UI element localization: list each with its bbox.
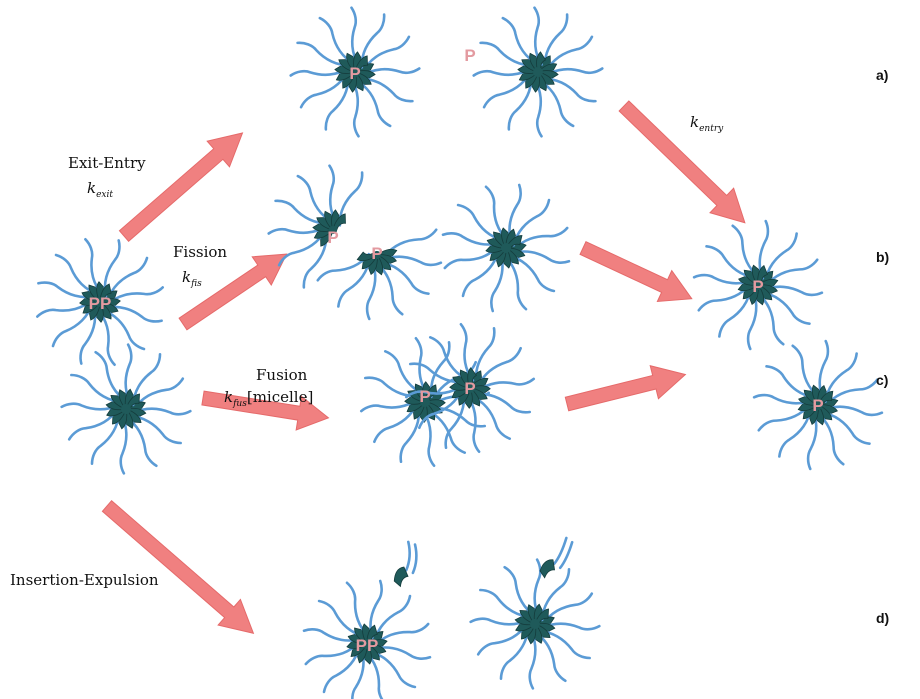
- panel-label-b: b): [876, 249, 889, 265]
- micelle-b-empty: [423, 165, 590, 332]
- micelle-d-empty: [458, 547, 612, 699]
- arrow-entry: [612, 94, 756, 235]
- micelle-c-fused-1-letter: P: [419, 387, 430, 406]
- micelle-b-frag-2-letter: P: [371, 244, 382, 263]
- arrow-insertion: [96, 493, 265, 646]
- label-k-exit: kexit: [87, 179, 113, 200]
- label-k-fus: kfus[micelle]: [224, 388, 313, 409]
- expelled-surfactant-1: [380, 540, 429, 588]
- panel-label-c: c): [876, 372, 888, 388]
- panel-labels: a) b) c) d): [876, 67, 889, 626]
- label-fusion: Fusion: [256, 366, 308, 384]
- micelle-result-b-letter: P: [752, 277, 763, 296]
- label-k-entry: kentry: [690, 113, 724, 134]
- label-k-fis: kfis: [182, 268, 202, 289]
- micelle-result-c-letter: P: [812, 396, 823, 415]
- micelle-a-with-p-letter: P: [349, 64, 360, 83]
- micelle-b-frag-1-letter: P: [327, 228, 338, 247]
- label-fission: Fission: [173, 243, 227, 261]
- micelle-d-pp-letters: PP: [356, 636, 379, 655]
- arrows: [96, 94, 757, 646]
- micelle-start-empty: [49, 332, 203, 486]
- label-exit-entry: Exit-Entry: [68, 154, 146, 172]
- free-probe: P: [464, 46, 475, 65]
- arrow-fission-product: [576, 233, 699, 315]
- panel-label-d: d): [876, 610, 889, 626]
- arrow-fusion-product: [563, 358, 690, 421]
- arrow-exit: [113, 120, 254, 249]
- micelles: PP P P P P P: [37, 0, 898, 699]
- micelle-c-fused-2-letter: P: [464, 379, 475, 398]
- panel-label-a: a): [876, 67, 888, 83]
- micelle-start-pp: PP: [37, 239, 162, 364]
- micelle-a-empty: [458, 0, 619, 152]
- label-insertion-expulsion: Insertion-Expulsion: [10, 571, 159, 589]
- micelle-start-pp-letters: PP: [89, 294, 112, 313]
